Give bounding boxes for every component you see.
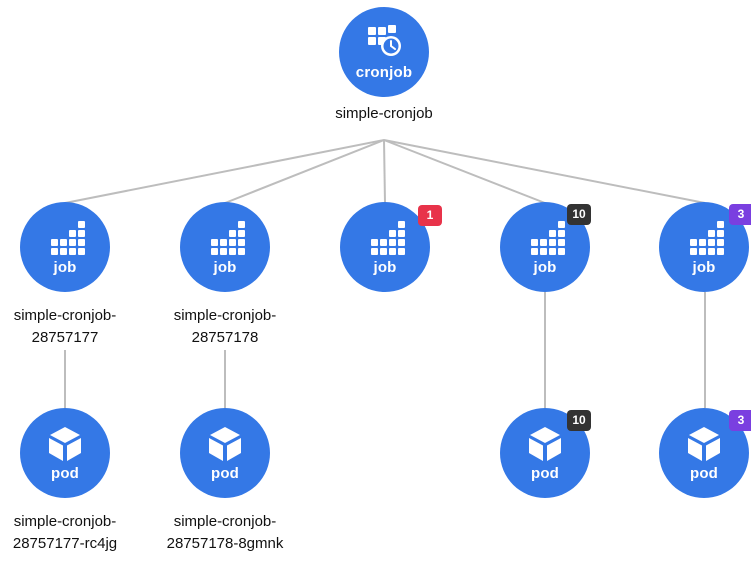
node-kind-label: pod: [689, 465, 719, 482]
count-badge: 3: [729, 204, 751, 225]
cronjob-name: simple-cronjob: [335, 105, 433, 122]
job-icon: [364, 216, 406, 258]
cronjob-node[interactable]: cronjob: [339, 7, 429, 97]
pod-icon: [524, 422, 566, 464]
status-badge: 1: [418, 205, 442, 226]
job-icon: [204, 216, 246, 258]
node-kind-label: pod: [530, 465, 560, 482]
pod-name-1: simple-cronjob- 28757177-rc4jg: [12, 513, 118, 552]
edge-cronjob-job-1: [64, 139, 385, 204]
job-name-1: simple-cronjob- 28757177: [13, 307, 117, 346]
job-node-2[interactable]: job: [180, 202, 270, 292]
pod-icon: [683, 422, 725, 464]
node-kind-label: job: [692, 259, 716, 276]
node-kind-label: job: [373, 259, 397, 276]
edge-cronjob-job-3: [383, 139, 386, 204]
node-kind-label: pod: [50, 465, 80, 482]
job-node-3[interactable]: job: [340, 202, 430, 292]
pod-node-4[interactable]: pod: [500, 408, 590, 498]
job-icon: [44, 216, 86, 258]
pod-icon: [204, 422, 246, 464]
pod-icon: [44, 422, 86, 464]
node-kind-label: job: [213, 259, 237, 276]
job-icon: [683, 216, 725, 258]
pod-node-1[interactable]: pod: [20, 408, 110, 498]
edge-cronjob-job-2: [224, 139, 385, 204]
node-kind-label: pod: [210, 465, 240, 482]
job-icon: [524, 216, 566, 258]
job-name-2: simple-cronjob- 28757178: [173, 307, 277, 346]
job-node-1[interactable]: job: [20, 202, 110, 292]
pod-name-2: simple-cronjob- 28757178-8gmnk: [166, 513, 284, 552]
edge-cronjob-job-4: [383, 139, 546, 204]
pod-node-2[interactable]: pod: [180, 408, 270, 498]
count-badge: 10: [567, 204, 591, 225]
node-kind-label: cronjob: [355, 64, 413, 81]
node-kind-label: job: [533, 259, 557, 276]
node-kind-label: job: [53, 259, 77, 276]
count-badge: 3: [729, 410, 751, 431]
count-badge: 10: [567, 410, 591, 431]
edge-cronjob-job-5: [383, 139, 706, 204]
cronjob-icon: [363, 21, 405, 63]
